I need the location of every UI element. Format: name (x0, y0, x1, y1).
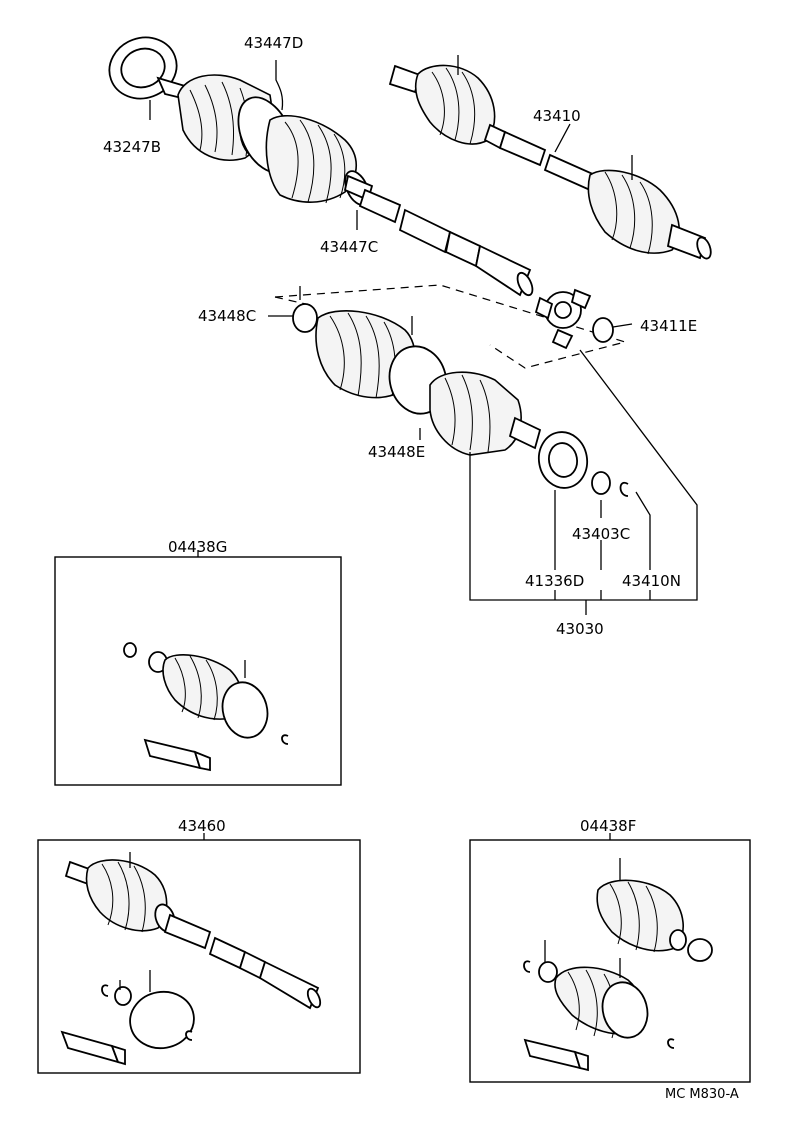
label-43410: 43410 (533, 107, 581, 125)
label-43447D: 43447D (244, 34, 303, 52)
label-43403C: 43403C (572, 525, 630, 543)
label-43447C: 43447C (320, 238, 378, 256)
label-43410N: 43410N (622, 572, 681, 590)
label-43247B: 43247B (103, 138, 161, 156)
label-04438G: 04438G (168, 538, 227, 556)
outer-cv-joint-assembly (108, 36, 534, 297)
label-04438F: 04438F (580, 817, 636, 835)
kit-box-04438F (469, 839, 751, 1083)
kit-box-43460 (37, 839, 361, 1074)
driveshaft-assembly-43410 (388, 55, 712, 260)
boot-kit-04438F (523, 858, 713, 1072)
label-41336D: 41336D (525, 572, 584, 590)
driveshaft-kit-43460 (60, 852, 322, 1066)
label-43448C: 43448C (198, 307, 256, 325)
inner-joint-assembly (274, 284, 698, 615)
label-43448E: 43448E (368, 443, 425, 461)
label-43411E: 43411E (640, 317, 697, 335)
label-43030: 43030 (556, 620, 604, 638)
diagram-code: MC M830-A (665, 1087, 739, 1102)
boot-kit-04438G (123, 642, 289, 772)
label-43460: 43460 (178, 817, 226, 835)
